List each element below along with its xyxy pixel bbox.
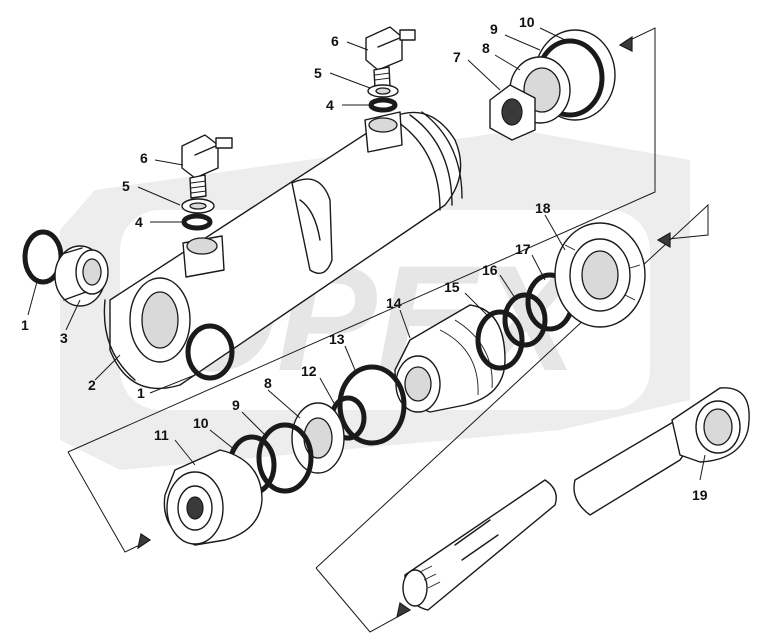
part-label-19: 19	[692, 487, 708, 503]
gland-top-right	[489, 29, 616, 141]
part-label-1-left: 1	[21, 317, 29, 333]
part-label-5-left: 5	[122, 178, 130, 194]
part-label-3: 3	[60, 330, 68, 346]
left-port	[182, 235, 225, 278]
rod-eye	[671, 387, 750, 463]
part-label-8-bottom: 8	[264, 375, 272, 391]
snap-ring-and-bushing	[22, 229, 109, 307]
piston-rod	[402, 417, 689, 611]
part-label-10-top: 10	[519, 14, 535, 30]
top-port	[364, 111, 403, 153]
fitting-top	[365, 26, 416, 89]
part-label-2: 2	[88, 377, 96, 393]
part-label-11: 11	[154, 427, 169, 443]
cylinder-head	[554, 222, 646, 328]
part-label-7: 7	[453, 49, 461, 65]
part-label-15: 15	[444, 279, 460, 295]
leader-lines	[27, 27, 706, 481]
piston	[394, 272, 575, 413]
cylinder-barrel	[103, 111, 463, 390]
part-label-9-bottom: 9	[232, 397, 240, 413]
part-label-4-left: 4	[135, 214, 143, 230]
part-label-1-bottom: 1	[137, 385, 145, 401]
part-label-12: 12	[301, 363, 317, 379]
part-label-6-top: 6	[331, 33, 339, 49]
part-label-14: 14	[386, 295, 402, 311]
part-label-5-top: 5	[314, 65, 322, 81]
part-label-10-bottom: 10	[193, 415, 209, 431]
snap-ring-bottom	[185, 323, 235, 381]
part-label-17: 17	[515, 241, 531, 257]
assembly-lines	[67, 27, 709, 633]
part-label-6-left: 6	[140, 150, 148, 166]
part-label-4-top: 4	[326, 97, 334, 113]
gland-bottom	[163, 402, 345, 546]
fitting-left	[181, 134, 233, 199]
part-label-13: 13	[329, 331, 345, 347]
part-labels: 1 1 2 3 4 4 5 5 6 6 7 8 8 9 9 10 10 11 1…	[21, 14, 708, 503]
part-label-16: 16	[482, 262, 498, 278]
part-label-9-top: 9	[490, 21, 498, 37]
part-label-18: 18	[535, 200, 551, 216]
washers	[181, 84, 399, 231]
part-label-8-top: 8	[482, 40, 490, 56]
